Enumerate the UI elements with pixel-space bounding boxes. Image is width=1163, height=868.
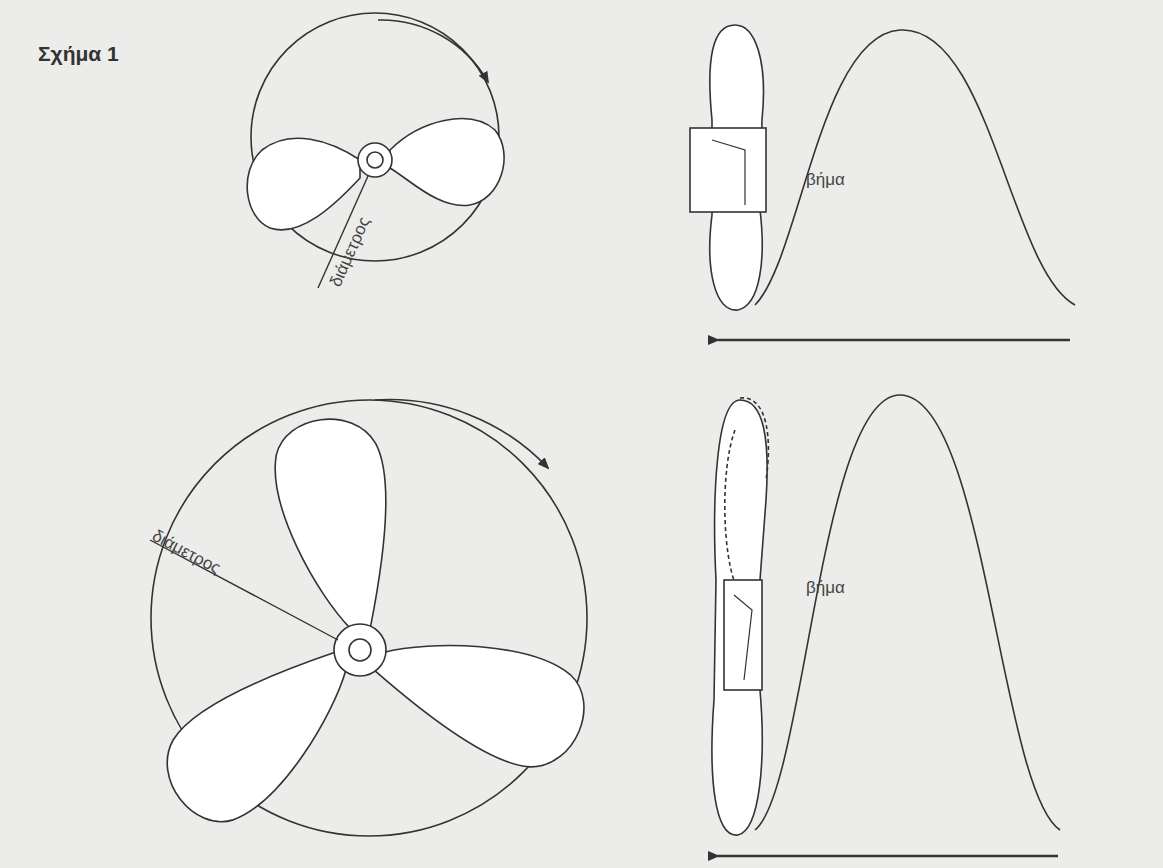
figure-title: Σχήμα 1	[38, 42, 119, 66]
dimension-label: βήμα	[806, 170, 845, 190]
hub-side	[724, 580, 762, 690]
propeller-blade	[390, 119, 504, 206]
shaft	[367, 152, 383, 168]
propeller-hub	[358, 143, 392, 177]
direction-arrow	[718, 339, 1070, 341]
blade-profile	[712, 400, 767, 835]
rotation-arrow	[378, 20, 488, 82]
shaft	[349, 639, 371, 661]
pitch-curve	[755, 395, 1060, 830]
propeller-hub	[334, 624, 386, 676]
rotation-arrow	[375, 400, 548, 468]
propeller-blade	[272, 415, 395, 633]
propeller-blade	[364, 595, 601, 785]
dimension-label: βήμα	[806, 578, 845, 598]
propeller-blade	[247, 138, 360, 230]
pitch-curve	[755, 30, 1075, 305]
direction-arrow	[718, 855, 1058, 857]
hub-side	[690, 128, 766, 212]
dimension-label: διάμετρος	[149, 526, 224, 579]
